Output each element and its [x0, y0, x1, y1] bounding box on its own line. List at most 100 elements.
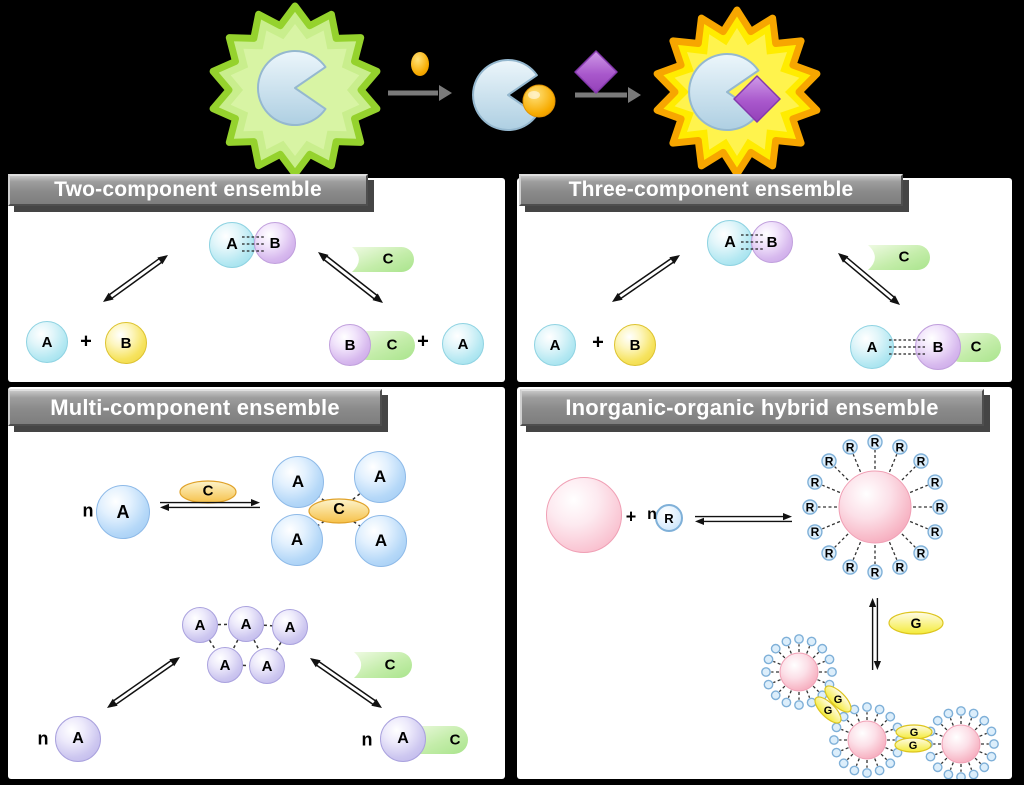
sphere-A: A: [272, 456, 324, 508]
sphere-A: A: [271, 514, 323, 566]
svg-text:R: R: [871, 435, 880, 449]
equilibrium-arrow: [869, 598, 881, 670]
equilibrium-arrow: [695, 513, 792, 525]
ellipse-G: G: [888, 611, 944, 635]
sphere-B: B: [329, 324, 371, 366]
sphere-B: B: [105, 322, 147, 364]
sphere-B: B: [751, 221, 793, 263]
svg-text:R: R: [931, 475, 940, 489]
svg-text:G: G: [911, 615, 922, 631]
equilibrium-arrow: [318, 252, 383, 303]
svg-text:G: G: [910, 727, 919, 739]
free-host-starburst: [209, 2, 381, 178]
sphere-R-ligand: R: [655, 504, 683, 532]
sphere-A: A: [354, 451, 406, 503]
svg-text:R: R: [811, 525, 820, 539]
guest-ball-icon: [411, 52, 429, 76]
complex-starburst: [653, 6, 821, 178]
svg-text:R: R: [806, 500, 815, 514]
svg-text:G: G: [909, 740, 918, 752]
n-coefficient: n: [647, 506, 657, 523]
svg-text:R: R: [846, 560, 855, 574]
sphere-A: A: [26, 321, 68, 363]
sphere-A: A: [228, 606, 264, 642]
panel-title-multi: Multi-component ensemble: [8, 389, 382, 426]
sphere-A: A: [442, 323, 484, 365]
panel-title-three: Three-component ensemble: [519, 174, 903, 206]
host-pacman-icon: [256, 50, 327, 126]
sphere-A: A: [209, 222, 255, 268]
panel-title-text: Multi-component ensemble: [50, 394, 340, 420]
tag-C-label: C: [384, 656, 396, 674]
panel-title-two: Two-component ensemble: [8, 174, 368, 206]
panel-multi-component: Multi-component ensemble n A C A A A A C…: [8, 387, 505, 779]
svg-text:R: R: [917, 546, 926, 560]
svg-text:G: G: [834, 694, 843, 706]
svg-text:R: R: [811, 475, 820, 489]
sphere-A: A: [55, 716, 101, 762]
panel-title-text: Two-component ensemble: [54, 178, 322, 201]
panel-title-text: Inorganic-organic hybrid ensemble: [565, 394, 939, 420]
tag-C-label: C: [970, 338, 982, 356]
equilibrium-arrow: [107, 657, 180, 708]
nanoparticle-aggregate: [923, 706, 999, 779]
panel-two-component: Two-component ensemble A B A + B B C C +…: [8, 174, 505, 382]
equilibrium-arrow: [160, 499, 260, 511]
plus-sign: +: [417, 330, 429, 353]
svg-text:R: R: [931, 525, 940, 539]
panel-title-text: Three-component ensemble: [568, 178, 854, 201]
tag-C: [354, 652, 412, 678]
equilibrium-arrow: [103, 255, 168, 302]
svg-text:R: R: [896, 560, 905, 574]
nanoparticle-aggregate: [829, 702, 905, 778]
plus-sign: +: [625, 506, 637, 527]
panel-title-hybrid: Inorganic-organic hybrid ensemble: [520, 389, 984, 426]
sphere-B: B: [614, 324, 656, 366]
sphere-A: A: [249, 648, 285, 684]
sphere-A: A: [355, 515, 407, 567]
tag-C-label: C: [382, 250, 394, 268]
hybrid-arrows: [695, 513, 881, 670]
svg-text:R: R: [825, 546, 834, 560]
sphere-A: A: [707, 220, 753, 266]
n-coefficient: n: [82, 500, 94, 521]
svg-text:R: R: [896, 440, 905, 454]
svg-text:R: R: [871, 565, 880, 579]
inorganic-nanoparticle: [546, 477, 622, 553]
ellipse-C-label: C: [202, 482, 214, 500]
tag-C-label: C: [449, 731, 461, 749]
equilibrium-arrow: [612, 255, 680, 302]
n-coefficient: n: [37, 728, 49, 749]
host-guest-reaction-scheme: [209, 2, 821, 178]
svg-text:G: G: [824, 705, 833, 717]
svg-text:R: R: [825, 454, 834, 468]
plus-sign: +: [80, 330, 92, 353]
sphere-A: A: [380, 716, 426, 762]
sphere-B: B: [915, 324, 961, 370]
guest-diamond-icon: [574, 50, 618, 94]
plus-sign: +: [592, 331, 604, 354]
host-guest-complex: [472, 59, 556, 131]
reaction-arrow-1: [388, 85, 452, 101]
equilibrium-arrow: [838, 253, 900, 305]
ellipse-C-label: C: [333, 501, 345, 518]
sphere-A: A: [850, 325, 894, 369]
sphere-A: A: [207, 647, 243, 683]
sphere-B: B: [254, 222, 296, 264]
svg-text:R: R: [917, 454, 926, 468]
sphere-A: A: [96, 485, 150, 539]
sphere-A: A: [182, 607, 218, 643]
sphere-A: A: [534, 324, 576, 366]
panel-three-component: Three-component ensemble A B A + B C A B…: [517, 174, 1012, 382]
reaction-arrow-2: [575, 87, 641, 103]
tag-C-label: C: [898, 248, 910, 266]
nanoparticle-aggregate: [761, 634, 837, 710]
tag-C-label: C: [386, 336, 398, 354]
svg-text:R: R: [846, 440, 855, 454]
svg-text:R: R: [936, 500, 945, 514]
n-coefficient: n: [361, 729, 373, 750]
